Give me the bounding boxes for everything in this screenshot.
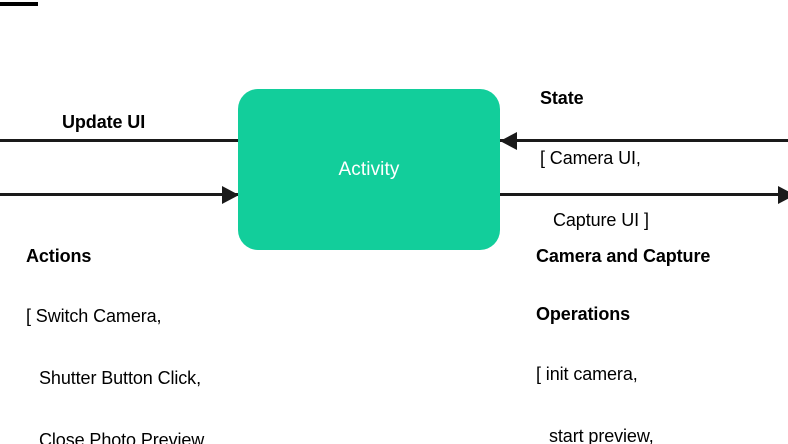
flow-block-state: State [ Camera UI, Capture UI ] [540, 51, 649, 269]
flow-block-operations: Camera and Capture Operations [ init cam… [536, 209, 710, 444]
flow-label-operations-line2: Operations [536, 304, 631, 324]
arrowhead-state-into-activity [500, 132, 517, 150]
connector-line-actions [0, 193, 244, 196]
actions-list-open: [ Switch Camera, [26, 306, 162, 326]
state-list-open: [ Camera UI, [540, 148, 641, 168]
flow-label-actions: Actions [26, 246, 92, 266]
actions-list-item: Close Photo Preview, [39, 430, 209, 444]
flow-block-actions: Actions [ Switch Camera, Shutter Button … [26, 209, 245, 444]
activity-node-label: Activity [338, 159, 400, 180]
operations-list-item: start preview, [549, 426, 654, 444]
arrowhead-operations-outbound [778, 186, 788, 204]
flow-label-operations-line1: Camera and Capture [536, 246, 711, 266]
connector-line-state [496, 139, 788, 142]
operations-list-open: [ init camera, [536, 364, 638, 384]
activity-node[interactable]: Activity [238, 89, 500, 250]
top-left-marker-bar [0, 2, 38, 6]
state-list-item: Capture UI ] [553, 210, 649, 230]
actions-list-item: Shutter Button Click, [39, 368, 201, 388]
arrowhead-actions-into-activity [222, 186, 239, 204]
flow-label-state: State [540, 88, 584, 108]
flow-label-update-ui: Update UI [62, 112, 146, 132]
connector-line-update-ui [0, 139, 244, 142]
connector-line-operations [496, 193, 788, 196]
